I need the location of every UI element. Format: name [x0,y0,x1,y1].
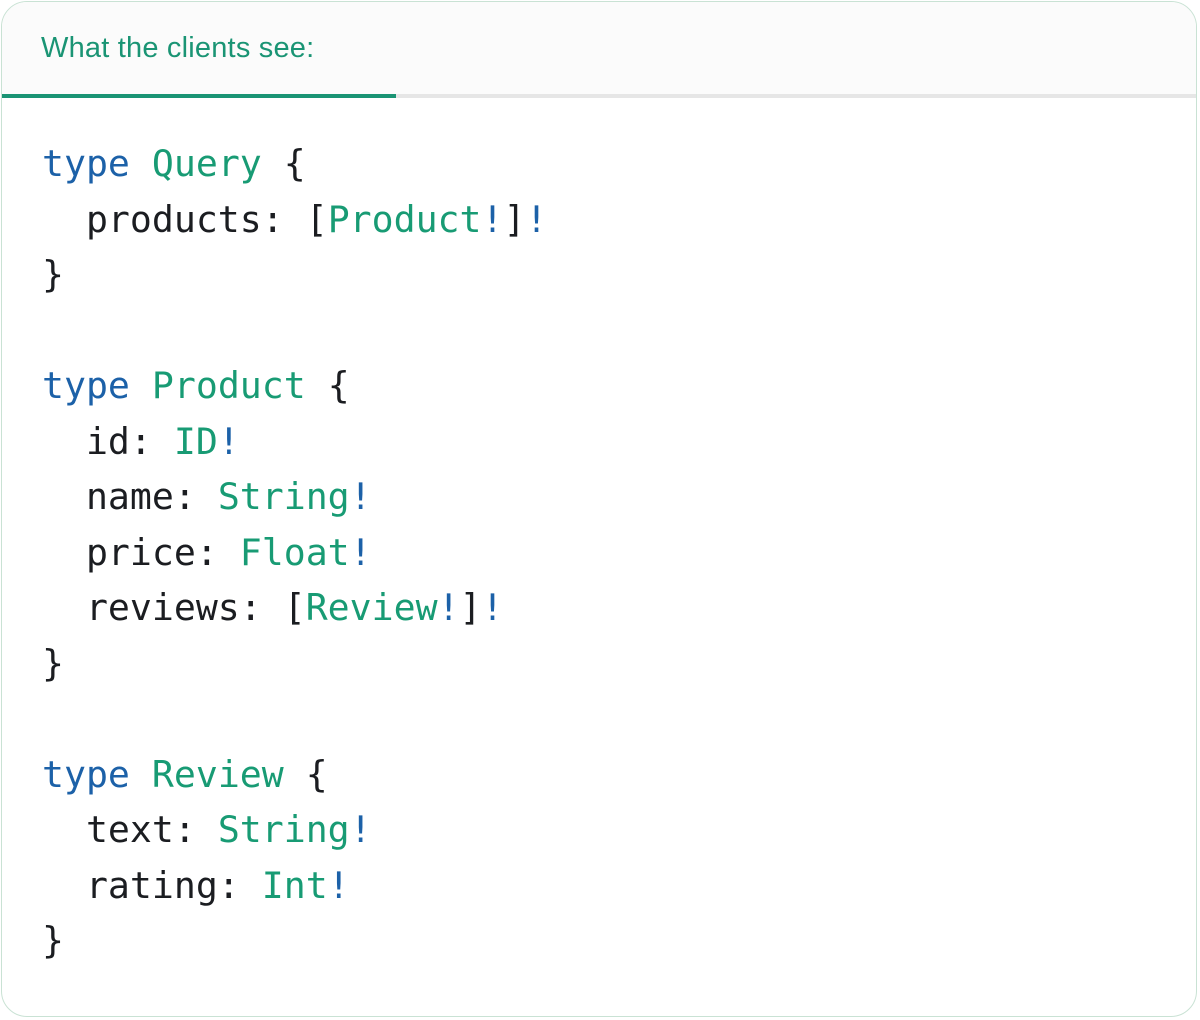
code-token: id: [42,419,174,463]
code-line: price: Float! [42,525,1176,581]
code-token: ! [217,419,240,463]
code-token: type [42,752,130,796]
code-token: { [261,142,306,185]
code-token: ! [349,475,372,518]
code-line: type Review { [42,747,1176,803]
code-token [130,142,152,185]
code-token [130,753,152,796]
code-token: { [283,752,328,796]
code-token: String [217,475,350,518]
code-line [42,303,1176,359]
code-line: type Product { [42,358,1176,414]
code-token: Float [239,530,350,574]
code-token: type [42,142,130,185]
code-token: Query [151,142,262,185]
code-line [42,691,1176,747]
code-line: type Query { [42,136,1176,192]
code-line: } [42,247,1176,303]
active-tab-indicator [2,94,396,98]
code-token: } [42,641,64,685]
code-token: ! [327,863,350,907]
code-token [130,364,152,407]
code-line: id: ID! [42,414,1176,470]
code-line: rating: Int! [42,858,1176,914]
code-token: Review [305,586,438,629]
code-token: ] [459,586,482,629]
code-line: text: String! [42,802,1176,858]
code-token: ! [349,808,372,851]
code-line: name: String! [42,469,1176,525]
code-token: ! [349,530,372,574]
code-token: type [42,364,130,407]
code-token: ! [525,197,548,241]
tab-what-clients-see[interactable]: What the clients see: [2,2,396,94]
tab-bar: What the clients see: [2,2,1196,98]
code-token: reviews: [ [42,586,306,629]
code-token: rating: [42,863,262,907]
code-token: name: [42,475,218,518]
code-token: Int [261,863,328,907]
code-token: ] [503,197,526,241]
code-token: Product [151,364,306,407]
code-token: ! [481,197,504,241]
code-token: text: [42,808,218,851]
code-line: } [42,913,1176,969]
code-token: products: [ [42,197,328,241]
code-line: products: [Product!]! [42,192,1176,248]
code-token: } [42,919,64,962]
code-token: ID [173,419,218,463]
tab-label: What the clients see: [41,31,315,64]
code-token: ! [481,586,504,629]
code-token: Review [151,752,284,796]
graphql-schema-code: type Query { products: [Product!]!}type … [2,98,1196,969]
code-token: Product [327,197,482,241]
code-token: ! [437,586,460,629]
code-token: { [305,364,350,407]
code-token: String [217,808,350,851]
code-line: } [42,636,1176,692]
code-line: reviews: [Review!]! [42,580,1176,636]
code-token: price: [42,530,240,574]
code-token: } [42,253,64,296]
